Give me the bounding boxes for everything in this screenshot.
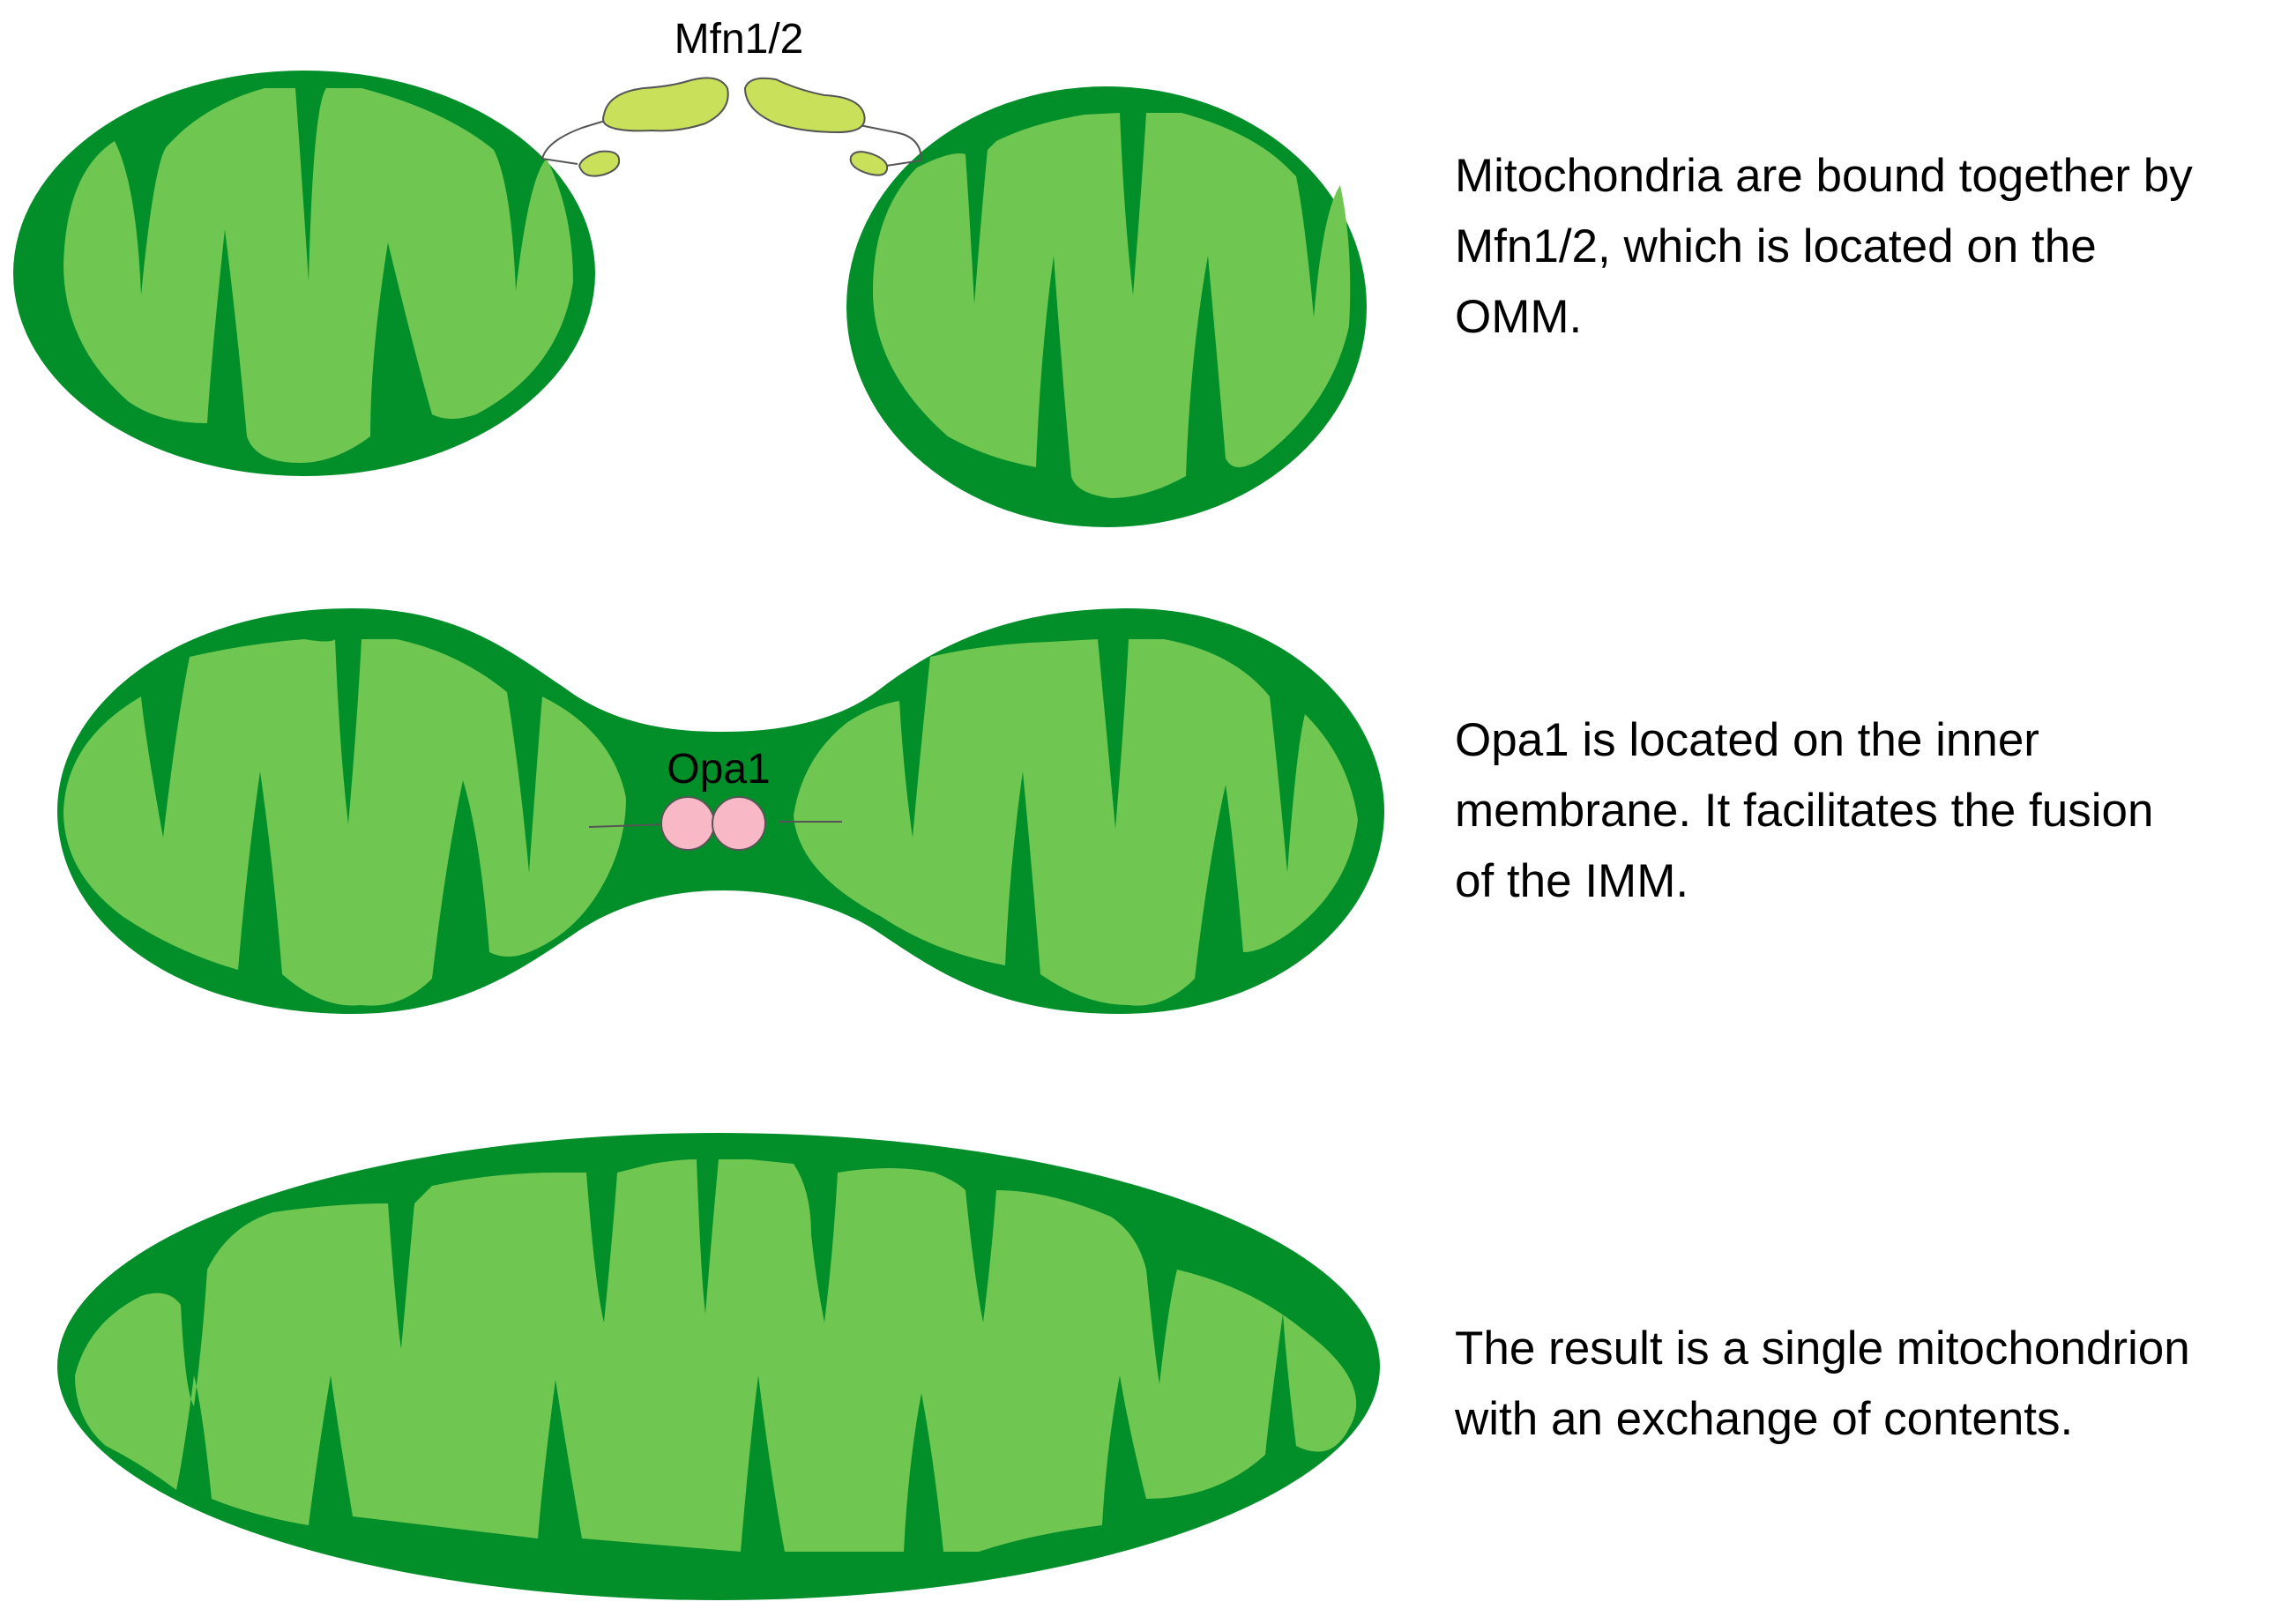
caption-line: Mitochondria are bound together by — [1455, 150, 2193, 202]
caption-line: OMM. — [1455, 291, 1583, 343]
mfn-label: Mfn1/2 — [675, 16, 804, 63]
mitochondrion-left — [13, 71, 595, 476]
caption-stage-1: Mitochondria are bound together by Mfn1/… — [1455, 141, 2193, 353]
caption-line: of the IMM. — [1455, 855, 1689, 907]
inner-matrix-right — [794, 639, 1358, 1006]
mfn-protein-large-left — [602, 77, 729, 132]
inner-matrix — [63, 88, 573, 463]
inner-matrix — [873, 113, 1351, 498]
caption-line: The result is a single mitochondrion — [1455, 1322, 2190, 1374]
caption-line: with an exchange of contents. — [1455, 1393, 2074, 1445]
caption-line: Opa1 is located on the inner — [1455, 714, 2039, 766]
caption-line: Mfn1/2, which is located on the — [1455, 220, 2097, 272]
inner-matrix — [75, 1159, 1357, 1552]
caption-stage-3: The result is a single mitochondrion wit… — [1455, 1314, 2190, 1455]
stage-1-separate-mitochondria: Mfn1/2 — [13, 16, 1367, 527]
stage-2-fusing-mitochondria: Opa1 — [57, 608, 1384, 1014]
opa-protein-right — [712, 796, 766, 851]
tether-line — [541, 158, 578, 165]
opa-protein-left — [660, 796, 715, 851]
stage-3-single-mitochondrion — [57, 1133, 1380, 1600]
inner-matrix-left — [63, 639, 626, 1006]
mitochondrion-right — [846, 86, 1367, 527]
mfn-protein-small-left — [578, 150, 621, 177]
tether-line — [859, 124, 922, 161]
mfn-protein-small-right — [849, 151, 889, 176]
opa-label: Opa1 — [667, 746, 770, 793]
caption-line: membrane. It facilitates the fusion — [1455, 785, 2154, 837]
mfn-protein-large-right — [743, 77, 866, 134]
mfn-tether-right — [743, 77, 922, 176]
tether-line — [885, 160, 922, 167]
caption-stage-2: Opa1 is located on the inner membrane. I… — [1455, 705, 2153, 917]
mfn-tether-left — [541, 77, 729, 177]
opa-tether-left — [588, 823, 667, 828]
